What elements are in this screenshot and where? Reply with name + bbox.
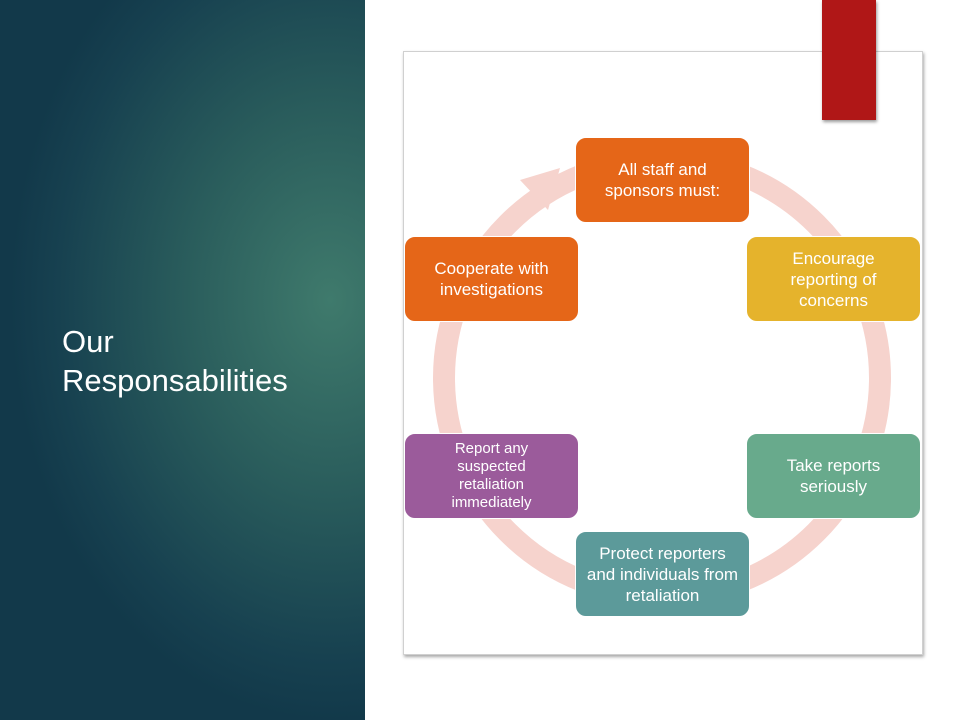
bookmark-ribbon (822, 0, 876, 120)
step-label: Encourage reporting of concerns (790, 248, 877, 310)
step-label: Cooperate with investigations (434, 259, 549, 299)
step-label: Protect reporters and individuals from r… (586, 543, 739, 605)
center-label: All staff and sponsors must: (604, 160, 721, 200)
step-box-4: Report any suspected retaliation immedia… (404, 433, 579, 519)
title-line-1: Our (62, 324, 114, 359)
step-box-3: Protect reporters and individuals from r… (575, 531, 750, 617)
step-box-2: Take reports seriously (746, 433, 921, 519)
step-label: Report any suspected retaliation immedia… (451, 440, 532, 511)
title-panel: Our Responsabilities (0, 0, 365, 720)
center-box: All staff and sponsors must: (575, 137, 750, 223)
title-line-2: Responsabilities (62, 363, 288, 398)
step-box-1: Encourage reporting of concerns (746, 236, 921, 322)
cycle-arrowhead-icon (520, 168, 560, 210)
step-box-5: Cooperate with investigations (404, 236, 579, 322)
step-label: Take reports seriously (786, 456, 881, 496)
slide-title: Our Responsabilities (62, 322, 288, 400)
